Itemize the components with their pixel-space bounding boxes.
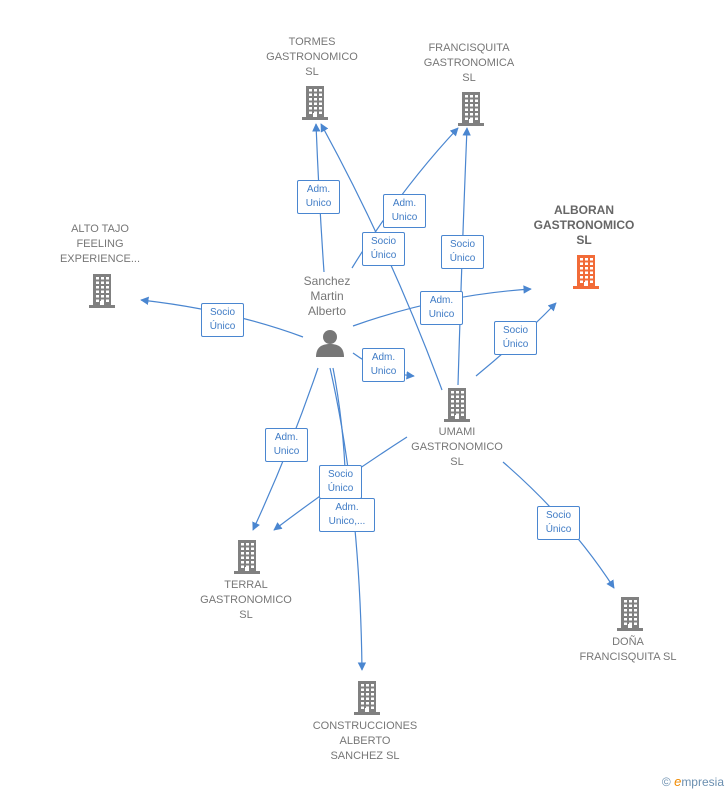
node-label-line: CONSTRUCCIONES <box>312 720 418 732</box>
edge-label-line: Unico <box>391 212 418 223</box>
node-label-line: SL <box>305 66 319 78</box>
edge-label-line: Adm. <box>429 295 454 306</box>
node-label-line: TORMES <box>288 36 336 48</box>
edge-label-line: Unico <box>273 446 300 457</box>
edge-label-umami-alboran[interactable]: Socio Único <box>494 321 537 355</box>
edge-label-line: Unico,... <box>328 516 366 527</box>
building-icon[interactable] <box>87 272 117 308</box>
edge-label-line: Unico <box>370 366 397 377</box>
edge-label-line: Adm. <box>274 432 299 443</box>
node-label-umami: UMAMI GASTRONOMICO SL <box>397 425 517 470</box>
node-label-line: TERRAL <box>224 579 268 591</box>
node-label-line: SL <box>450 456 464 468</box>
edge-label-person-alto-tajo[interactable]: Socio Único <box>201 303 244 337</box>
node-label-line: FRANCISQUITA <box>428 42 510 54</box>
edge-label-line: Adm. <box>371 352 396 363</box>
node-label-line: SL <box>462 72 476 84</box>
building-icon[interactable] <box>232 538 262 574</box>
node-label-line: GASTRONOMICO <box>533 218 635 232</box>
node-label-dona-francisquita: DOÑA FRANCISQUITA SL <box>568 635 688 665</box>
brand-initial: e <box>674 774 682 789</box>
building-icon[interactable] <box>442 386 472 422</box>
node-label-line: SANCHEZ SL <box>330 750 400 762</box>
edge-label-line: Único <box>502 339 529 350</box>
building-icon[interactable] <box>456 90 486 126</box>
edge-label-line: Socio <box>449 239 475 250</box>
node-label-line: SL <box>239 609 253 621</box>
copyright-icon: © <box>661 775 671 789</box>
node-label-construcciones: CONSTRUCCIONES ALBERTO SANCHEZ SL <box>300 719 430 764</box>
node-label-tormes: TORMES GASTRONOMICO SL <box>252 35 372 80</box>
edge-label-line: Socio <box>545 510 571 521</box>
edge-label-person-umami[interactable]: Adm. Unico <box>362 348 405 382</box>
building-icon[interactable] <box>300 84 330 120</box>
building-icon[interactable] <box>352 679 382 715</box>
edge-label-line: Adm. <box>306 184 331 195</box>
edge-label-line: Socio <box>209 307 235 318</box>
edge-label-line: Único <box>327 483 354 494</box>
node-label-line: Martin <box>310 289 344 303</box>
node-label-line: DOÑA <box>612 636 644 648</box>
node-label-line: FEELING <box>76 238 124 250</box>
edge-label-person-francisquita[interactable]: Adm. Unico <box>383 194 426 228</box>
edge-label-line: Unico <box>428 309 455 320</box>
node-label-line: EXPERIENCE... <box>59 253 141 265</box>
edge-label-line: Único <box>370 250 397 261</box>
person-icon[interactable] <box>315 328 345 358</box>
edge-label-umami-francisquita[interactable]: Socio Único <box>441 235 484 269</box>
edge-label-person-tormes[interactable]: Adm. Unico <box>297 180 340 214</box>
node-label-line: GASTRONOMICA <box>423 57 515 69</box>
node-label-line: ALTO TAJO <box>71 223 129 235</box>
node-label-line: ALBORAN <box>554 203 614 217</box>
node-label-line: UMAMI <box>438 426 476 438</box>
node-label-terral: TERRAL GASTRONOMICO SL <box>186 578 306 623</box>
edge-label-line: Socio <box>502 325 528 336</box>
brand-name: mpresia <box>681 775 724 789</box>
node-label-francisquita-gastronomica: FRANCISQUITA GASTRONOMICA SL <box>409 41 529 86</box>
edge-label-line: Unico <box>305 198 332 209</box>
building-icon-highlight[interactable] <box>571 253 601 289</box>
node-label-line: GASTRONOMICO <box>266 51 358 63</box>
node-label-line: FRANCISQUITA SL <box>579 651 677 663</box>
node-label-line: Sanchez <box>303 274 351 288</box>
edge-label-line: Único <box>449 253 476 264</box>
building-icon[interactable] <box>615 595 645 631</box>
edge-label-line: Socio <box>327 469 353 480</box>
node-label-person: Sanchez Martin Alberto <box>282 274 372 319</box>
edge-label-line: Adm. <box>335 502 359 513</box>
edge-label-umami-terral[interactable]: Socio Único <box>319 465 362 499</box>
edge-label-person-construcciones[interactable]: Adm. Unico,... <box>319 498 375 532</box>
node-label-alto-tajo: ALTO TAJO FEELING EXPERIENCE... <box>40 222 160 267</box>
node-label-line: SL <box>576 233 592 247</box>
edge-label-line: Socio <box>370 236 396 247</box>
edge-label-line: Adm. <box>392 198 417 209</box>
footer-brand: © empresia <box>662 774 724 789</box>
edge-label-line: Único <box>545 524 572 535</box>
edge-label-umami-dona[interactable]: Socio Único <box>537 506 580 540</box>
edge-label-person-terral[interactable]: Adm. Unico <box>265 428 308 462</box>
edge-label-line: Único <box>209 321 236 332</box>
node-label-line: ALBERTO <box>339 735 391 747</box>
node-label-line: Alberto <box>307 304 347 318</box>
node-label-line: GASTRONOMICO <box>411 441 503 453</box>
edge-label-umami-tormes[interactable]: Socio Único <box>362 232 405 266</box>
edge-label-person-alboran[interactable]: Adm. Unico <box>420 291 463 325</box>
node-label-alboran: ALBORAN GASTRONOMICO SL <box>524 203 644 248</box>
node-label-line: GASTRONOMICO <box>200 594 292 606</box>
